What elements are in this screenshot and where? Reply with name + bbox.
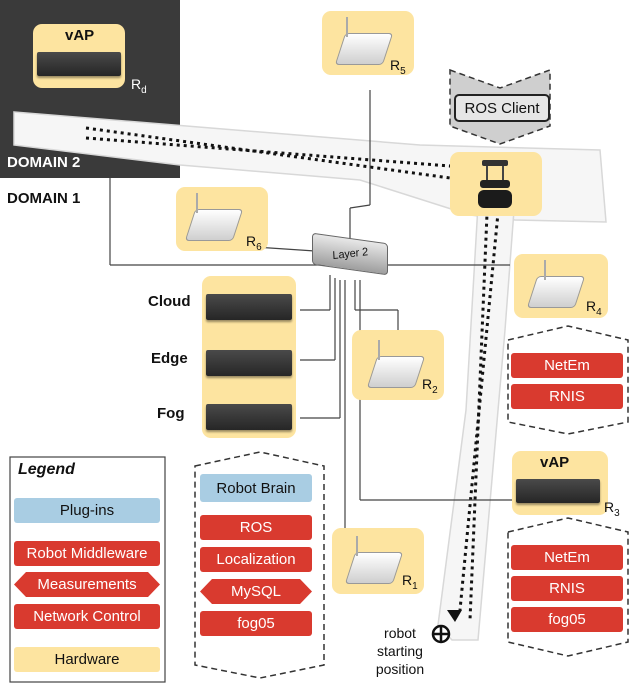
vap-right-title: vAP <box>540 454 570 471</box>
vap-top-server-icon <box>37 52 121 76</box>
robot-fog05-box[interactable]: fog05 <box>200 611 312 636</box>
robot-start-label: robot starting position <box>375 625 425 677</box>
r4-stack-border <box>507 325 629 435</box>
antenna-icon <box>196 193 198 213</box>
r4-rnis-box[interactable]: RNIS <box>511 384 623 409</box>
r4-netem-box[interactable]: NetEm <box>511 353 623 378</box>
legend-title: Legend <box>18 461 75 478</box>
antenna-icon <box>378 340 380 360</box>
router-icon <box>366 356 426 388</box>
edge-server-icon <box>206 350 292 376</box>
trajectory-arrowhead <box>447 610 462 622</box>
router-3-label: R3 <box>604 499 620 519</box>
robot-stack-border <box>194 451 325 679</box>
domain-2-label: DOMAIN 2 <box>7 154 81 171</box>
robot-brain-box[interactable]: Robot Brain <box>200 474 312 502</box>
mysql-box[interactable]: MySQL <box>200 579 312 604</box>
r3-netem-box[interactable]: NetEm <box>511 545 623 570</box>
compute-servers-card[interactable] <box>202 276 296 438</box>
router-r2-card[interactable]: R2 <box>352 330 444 400</box>
vap-right-server-icon <box>516 479 600 503</box>
router-label: R2 <box>422 376 438 396</box>
edge-label: Edge <box>151 350 188 367</box>
layer2-switch-label: Layer 2 <box>330 246 370 262</box>
router-label: R5 <box>390 57 406 77</box>
router-label: R1 <box>402 572 418 592</box>
localization-box[interactable]: Localization <box>200 547 312 572</box>
r3-fog05-box[interactable]: fog05 <box>511 607 623 632</box>
legend-box <box>9 456 166 683</box>
vap-right-card[interactable]: vAP R3 <box>512 451 620 519</box>
r3-stack-border <box>507 517 629 657</box>
ros-client-box[interactable]: ROS Client <box>454 94 550 122</box>
legend-plugins: Plug-ins <box>14 498 160 523</box>
router-icon <box>526 276 586 308</box>
cloud-label: Cloud <box>148 293 191 310</box>
ros-box[interactable]: ROS <box>200 515 312 540</box>
legend-hardware: Hardware <box>14 647 160 672</box>
router-icon <box>184 209 244 241</box>
router-icon <box>344 552 404 584</box>
robot-card[interactable] <box>450 152 542 216</box>
router-d-label: Rd <box>131 76 147 96</box>
legend-network-control: Network Control <box>14 604 160 629</box>
map-corridor-vertical <box>437 204 515 641</box>
vap-top-title: vAP <box>65 27 95 44</box>
vap-top-card[interactable]: vAP <box>33 24 125 88</box>
fog-server-icon <box>206 404 292 430</box>
router-label: R6 <box>246 233 262 253</box>
robot-icon <box>478 160 512 210</box>
fog-label: Fog <box>157 405 185 422</box>
router-label: R4 <box>586 298 602 318</box>
router-r6-card[interactable]: R6 <box>176 187 268 253</box>
router-r4-card[interactable]: R4 <box>514 254 608 318</box>
legend-measurements: Measurements <box>14 572 160 597</box>
antenna-icon <box>544 260 546 280</box>
antenna-icon <box>346 17 348 37</box>
router-icon <box>334 33 394 65</box>
router-r5-card[interactable]: R5 <box>322 11 414 77</box>
legend-middleware: Robot Middleware <box>14 541 160 566</box>
r3-rnis-box[interactable]: RNIS <box>511 576 623 601</box>
antenna-icon <box>356 536 358 556</box>
domain-1-label: DOMAIN 1 <box>7 190 81 207</box>
router-r1-card[interactable]: R1 <box>332 528 424 594</box>
cloud-server-icon <box>206 294 292 320</box>
